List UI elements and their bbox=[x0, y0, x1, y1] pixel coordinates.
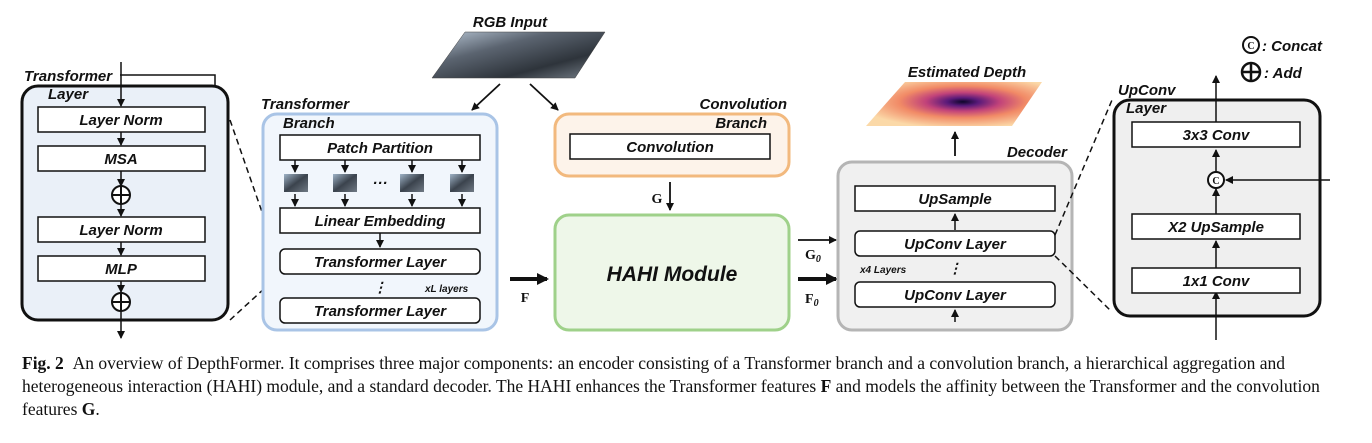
zoom-line bbox=[1054, 255, 1113, 313]
rgb-input: RGB Input bbox=[431, 14, 606, 111]
svg-text:C: C bbox=[1212, 176, 1219, 187]
upsample-box bbox=[854, 185, 1056, 212]
estimated-depth: Estimated Depth bbox=[866, 64, 1042, 156]
transformer-branch-title-1: Transformer bbox=[261, 96, 350, 113]
mlp-box bbox=[37, 255, 206, 282]
msa-label: MSA bbox=[104, 151, 137, 168]
layer-norm-2-box bbox=[37, 216, 206, 243]
estimated-depth-label: Estimated Depth bbox=[908, 64, 1026, 81]
image-patch bbox=[450, 174, 474, 192]
caption-prefix: Fig. 2 bbox=[22, 353, 64, 373]
upsample-label: UpSample bbox=[918, 191, 991, 208]
x4-layers-label: x4 Layers bbox=[859, 265, 907, 276]
concat-icon: C bbox=[1242, 36, 1260, 54]
linear-embedding-box bbox=[279, 207, 481, 234]
decoder-vdots: ⋮ bbox=[948, 260, 962, 276]
upconv-layer-box bbox=[1112, 98, 1322, 318]
depth-map-image bbox=[866, 82, 1042, 126]
x2-upsample-box bbox=[1131, 213, 1301, 240]
upconv-layer-1-box bbox=[854, 230, 1056, 257]
transformer-layer-1-box bbox=[279, 248, 481, 275]
hahi-label: HAHI Module bbox=[607, 263, 738, 286]
legend-add-label: : Add bbox=[1264, 65, 1303, 82]
caption-end: . bbox=[95, 399, 100, 419]
patch-ellipsis: ··· bbox=[373, 175, 388, 192]
legend-concat-label: : Concat bbox=[1262, 38, 1323, 55]
xl-layers-label: xL layers bbox=[424, 284, 469, 295]
zoom-line bbox=[1054, 99, 1113, 236]
conv1x1-box bbox=[1131, 267, 1301, 294]
image-patch bbox=[333, 174, 357, 192]
caption-text-2: a hierarchical aggregation and heterogen… bbox=[22, 353, 1286, 396]
transformer-branch-title-2: Branch bbox=[283, 115, 335, 132]
caption-g-symbol: G bbox=[81, 399, 96, 419]
conv-branch-title-1: Convolution bbox=[700, 96, 787, 113]
f0-label: F0 bbox=[805, 292, 819, 309]
figure-caption: Fig. 2 An overview of DepthFormer. It co… bbox=[22, 352, 1352, 421]
transformer-layer-1-label: Transformer Layer bbox=[314, 254, 447, 271]
hahi-module: HAHI Module bbox=[553, 213, 791, 332]
convolution-label: Convolution bbox=[626, 139, 713, 156]
transformer-layer-2-box bbox=[279, 297, 481, 324]
conv1x1-label: 1x1 Conv bbox=[1183, 273, 1251, 290]
upconv-layer-2-box bbox=[854, 281, 1056, 308]
hahi-box bbox=[553, 213, 791, 332]
caption-text-1: An overview of DepthFormer. It comprises… bbox=[72, 353, 1070, 373]
add-icon bbox=[111, 292, 131, 312]
transformer-layer-title-1: Transformer bbox=[24, 68, 113, 85]
svg-text:C: C bbox=[1247, 41, 1254, 52]
layer-norm-1-label: Layer Norm bbox=[79, 112, 162, 129]
transformer-layer-detail: Transformer Layer Layer Norm MSA Layer N… bbox=[20, 62, 230, 339]
legend: C : Concat : Add bbox=[1240, 36, 1323, 83]
linear-embedding-label: Linear Embedding bbox=[315, 213, 446, 230]
upconv-layer-2-label: UpConv Layer bbox=[904, 287, 1007, 304]
decoder-title: Decoder bbox=[1007, 144, 1068, 161]
rgb-input-label: RGB Input bbox=[473, 14, 548, 31]
f-feature-label: F bbox=[521, 291, 530, 306]
mlp-label: MLP bbox=[105, 261, 138, 278]
x2-upsample-label: X2 UpSample bbox=[1167, 219, 1264, 236]
transformer-layer-title-2: Layer bbox=[48, 86, 89, 103]
upconv-layer-1-label: UpConv Layer bbox=[904, 236, 1007, 253]
caption-f-symbol: F bbox=[820, 376, 832, 396]
transformer-layer-2-label: Transformer Layer bbox=[314, 303, 447, 320]
add-icon bbox=[111, 185, 131, 205]
concat-icon: C bbox=[1207, 171, 1225, 189]
g0-label: G0 bbox=[805, 248, 821, 265]
convolution-branch: Convolution Branch Convolution bbox=[553, 96, 791, 178]
decoder: Decoder UpSample UpConv Layer x4 Layers … bbox=[836, 144, 1074, 332]
caption-text-3: and models the affinity between the Tran… bbox=[22, 376, 1320, 419]
g-feature-label: G bbox=[652, 192, 663, 207]
patch-partition-label: Patch Partition bbox=[327, 140, 433, 157]
conv3x3-label: 3x3 Conv bbox=[1183, 127, 1251, 144]
image-patch bbox=[284, 174, 308, 192]
rgb-input-image bbox=[431, 31, 606, 79]
image-patch bbox=[400, 174, 424, 192]
layer-vdots: ⋮ bbox=[373, 279, 387, 295]
architecture-diagram: Transformer Layer Layer Norm MSA Layer N… bbox=[20, 14, 1330, 340]
upconv-title-1: UpConv bbox=[1118, 82, 1177, 99]
msa-box bbox=[37, 145, 206, 172]
conv-branch-title-2: Branch bbox=[715, 115, 767, 132]
convolution-box bbox=[569, 133, 771, 160]
upconv-layer-detail: UpConv Layer 1x1 Conv X2 UpSample C 3x3 … bbox=[1112, 75, 1330, 340]
transformer-branch: Transformer Branch Patch Partition ··· L… bbox=[261, 96, 499, 332]
patch-partition-box bbox=[279, 134, 481, 161]
add-icon bbox=[1240, 61, 1262, 83]
upconv-title-2: Layer bbox=[1126, 100, 1167, 117]
layer-norm-2-label: Layer Norm bbox=[79, 222, 162, 239]
